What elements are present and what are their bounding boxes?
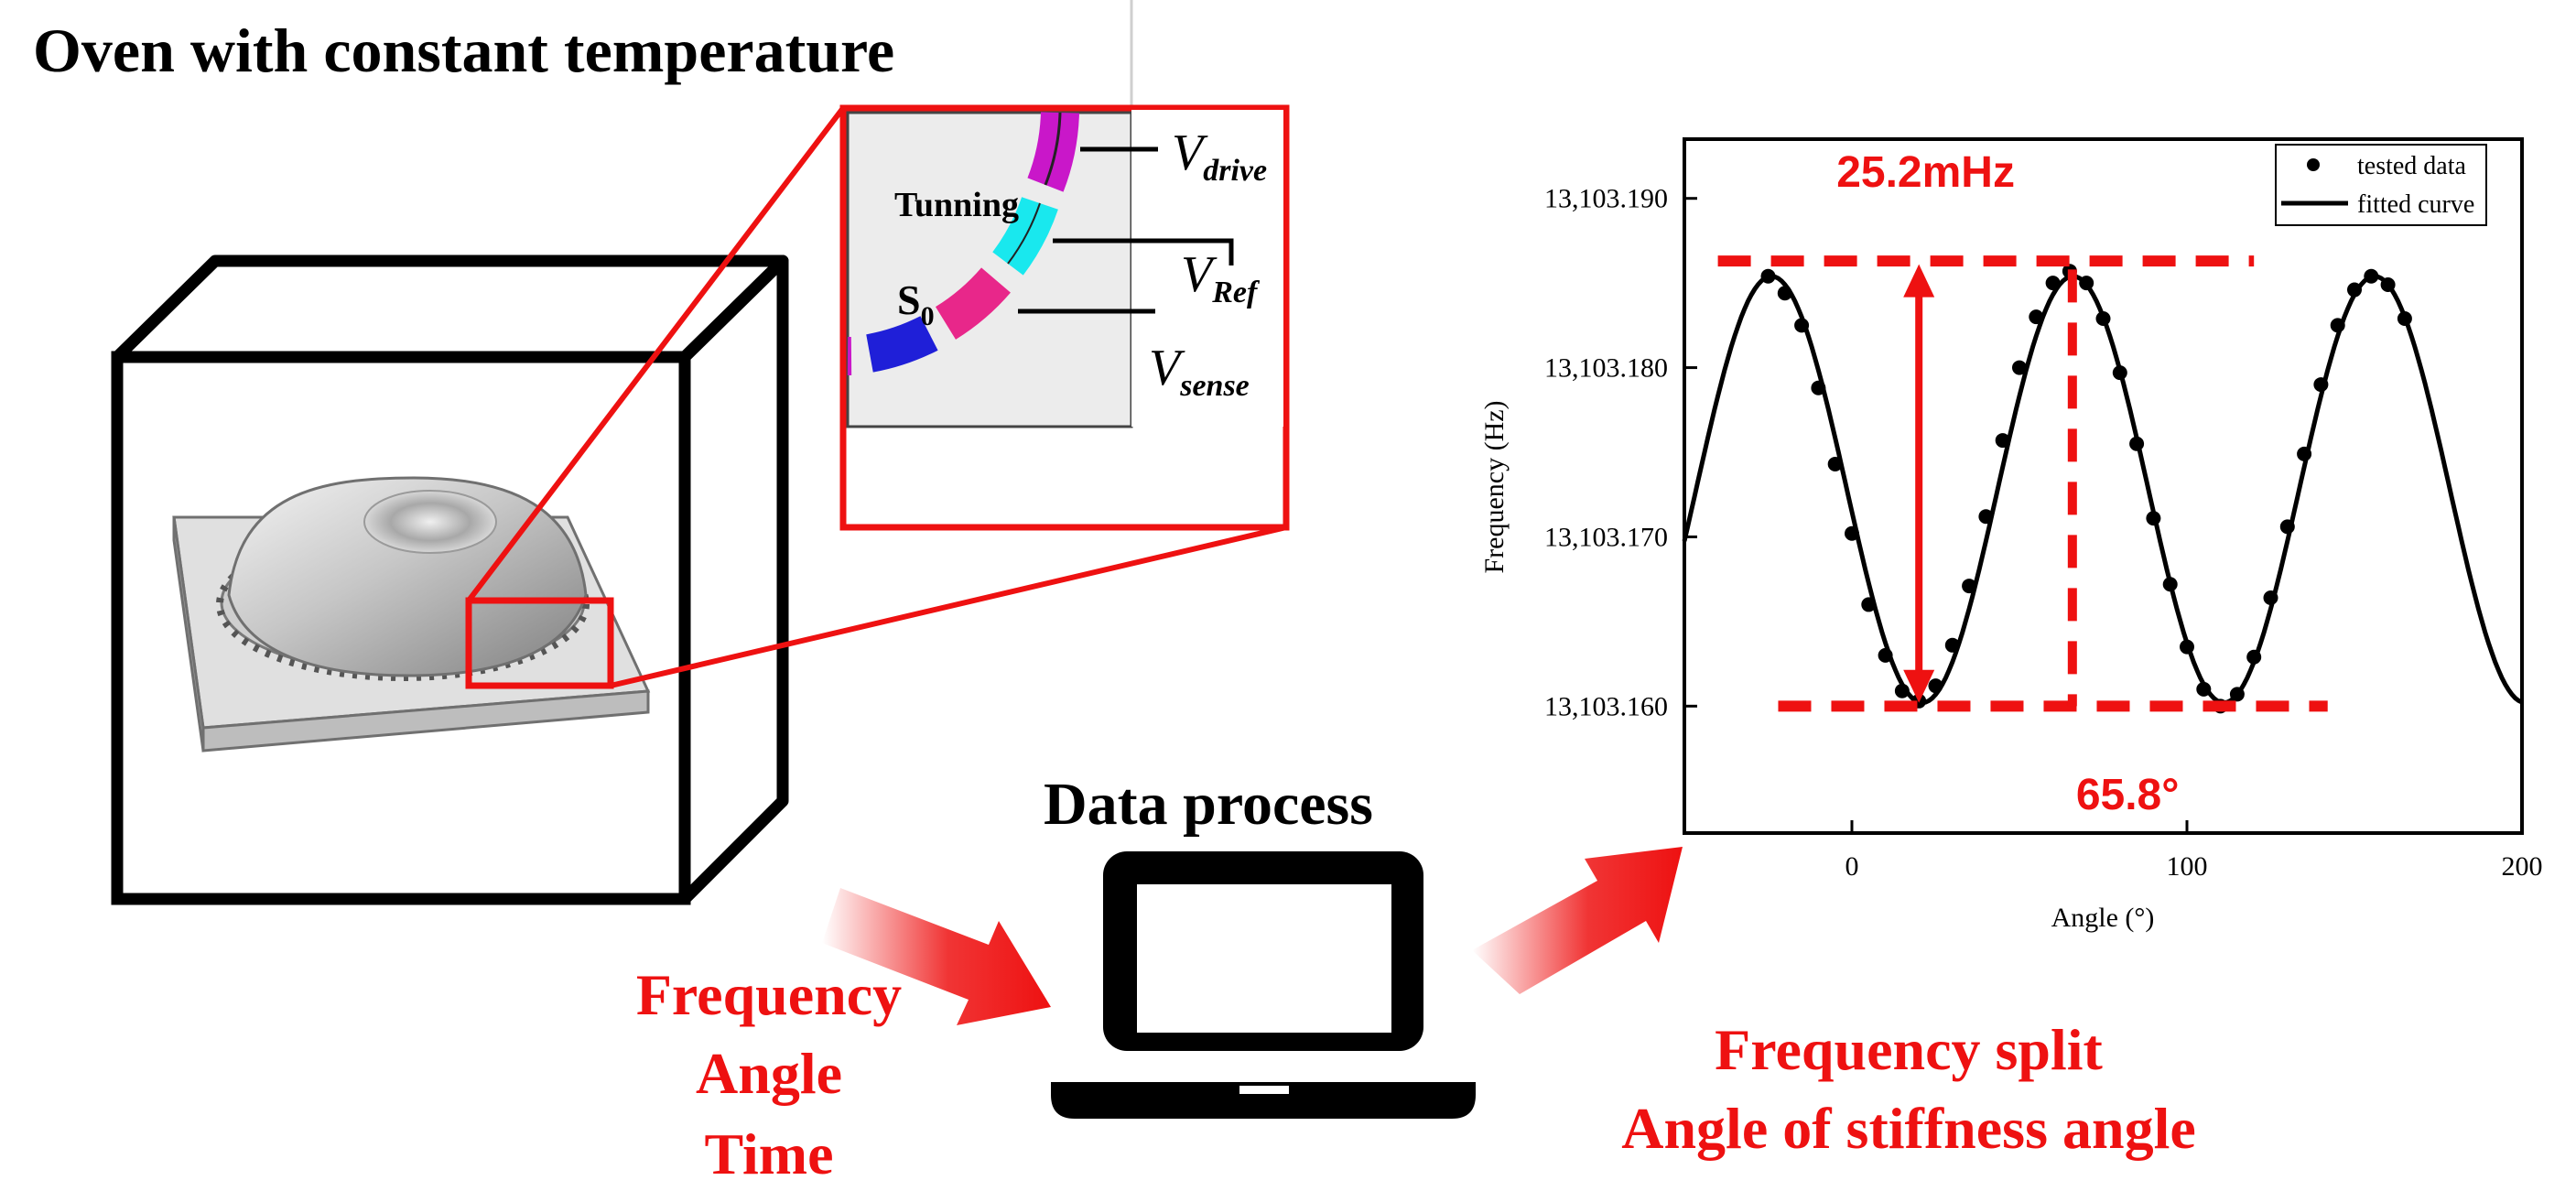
x-tick-label: 100 [2167, 851, 2208, 882]
tested-data-point [2347, 282, 2362, 298]
y-tick-label: 13,103.180 [1544, 353, 1668, 384]
tested-data-point [2263, 590, 2278, 606]
tested-data-point [1794, 318, 1810, 333]
tested-data-point [2246, 649, 2262, 665]
annotation-group: 25.2mHz 65.8° [1717, 148, 2328, 819]
y-tick-group: 13,103.160 13,103.170 13,103.180 13,103.190 [1544, 184, 1697, 721]
tested-data-point [2079, 276, 2094, 291]
tested-data-point [2364, 268, 2379, 284]
tested-data-point [2196, 681, 2212, 697]
arrow-to-chart [1472, 847, 1683, 994]
v-ref-label: VRef [1181, 246, 1261, 309]
tested-data-point [1944, 637, 1960, 653]
legend-label-tested: tested data [2357, 152, 2467, 180]
tested-data-point [2397, 310, 2412, 326]
tested-data-point [1811, 380, 1826, 395]
tested-data-point [1827, 456, 1843, 471]
plot-frame [1683, 137, 2524, 835]
tested-data-point [1760, 268, 1776, 284]
output-frequency-split-label: Frequency split [1715, 1017, 2103, 1082]
input-time-label: Time [704, 1121, 833, 1186]
input-angle-label: Angle [696, 1041, 842, 1106]
tested-data-point [2146, 511, 2161, 526]
tested-data-point [2330, 318, 2345, 333]
y-tick-label: 13,103.190 [1544, 184, 1668, 214]
x-tick-label: 0 [1845, 851, 1859, 882]
tested-data-point [1978, 509, 1994, 525]
x-axis-title: Angle (°) [2051, 903, 2155, 933]
tested-data-point [2045, 276, 2061, 291]
tested-data-point [2229, 687, 2245, 702]
zoom-connector [465, 106, 1287, 689]
frequency-angle-chart: 13,103.160 13,103.170 13,103.180 13,103.190… [1479, 137, 2543, 933]
split-annotation-label: 25.2mHz [1836, 148, 2015, 197]
tuning-label: Tunning [894, 186, 1019, 224]
x-tick-label: 200 [2502, 851, 2543, 882]
tested-data-point [1894, 683, 1910, 698]
legend-label-fitted: fitted curve [2357, 190, 2474, 219]
legend-marker-tested [2307, 158, 2320, 171]
tested-data-point [1861, 597, 1877, 612]
output-stiffness-angle-label: Angle of stiffness angle [1621, 1096, 2196, 1161]
angle-annotation-label: 65.8° [2076, 771, 2180, 819]
tested-data-point [1962, 579, 1977, 594]
tested-data-point [2180, 639, 2194, 655]
v-drive-label: Vdrive [1172, 125, 1267, 188]
tested-data-point [2029, 309, 2044, 325]
tested-data-point [1777, 286, 1792, 301]
laptop-icon [1051, 851, 1476, 1119]
arrow-to-laptop [822, 888, 1051, 1025]
data-process-label: Data process [1044, 771, 1373, 838]
tested-data-point [2162, 577, 2178, 592]
tested-data-point [2279, 519, 2295, 535]
y-tick-label: 13,103.160 [1544, 691, 1668, 721]
legend: tested data fitted curve [2275, 144, 2487, 226]
electrode-inset [839, 104, 1290, 531]
tested-data-point [2095, 310, 2111, 326]
tested-data-point [2129, 436, 2145, 451]
x-tick-group: 0 100 200 [1845, 820, 2543, 882]
oven-title: Oven with constant temperature [33, 16, 894, 85]
split-arrow-head-up [1903, 264, 1935, 298]
tested-data-point [1995, 433, 2010, 449]
split-arrow-head-down [1903, 669, 1935, 703]
tested-data-point [2012, 360, 2027, 375]
tested-data-point [1878, 647, 1893, 663]
tested-data-point [2313, 377, 2329, 393]
tested-data-point [2297, 446, 2312, 461]
y-tick-label: 13,103.170 [1544, 522, 1668, 552]
tested-data-point [1928, 678, 1943, 694]
s0-label: S0 [897, 276, 935, 331]
tested-data-point [1845, 525, 1859, 541]
tested-data-point [2112, 365, 2127, 381]
v-sense-label: Vsense [1149, 340, 1250, 403]
tested-data-point [2380, 276, 2396, 292]
input-frequency-label: Frequency [636, 962, 902, 1027]
y-axis-title: Frequency (Hz) [1479, 400, 1510, 573]
